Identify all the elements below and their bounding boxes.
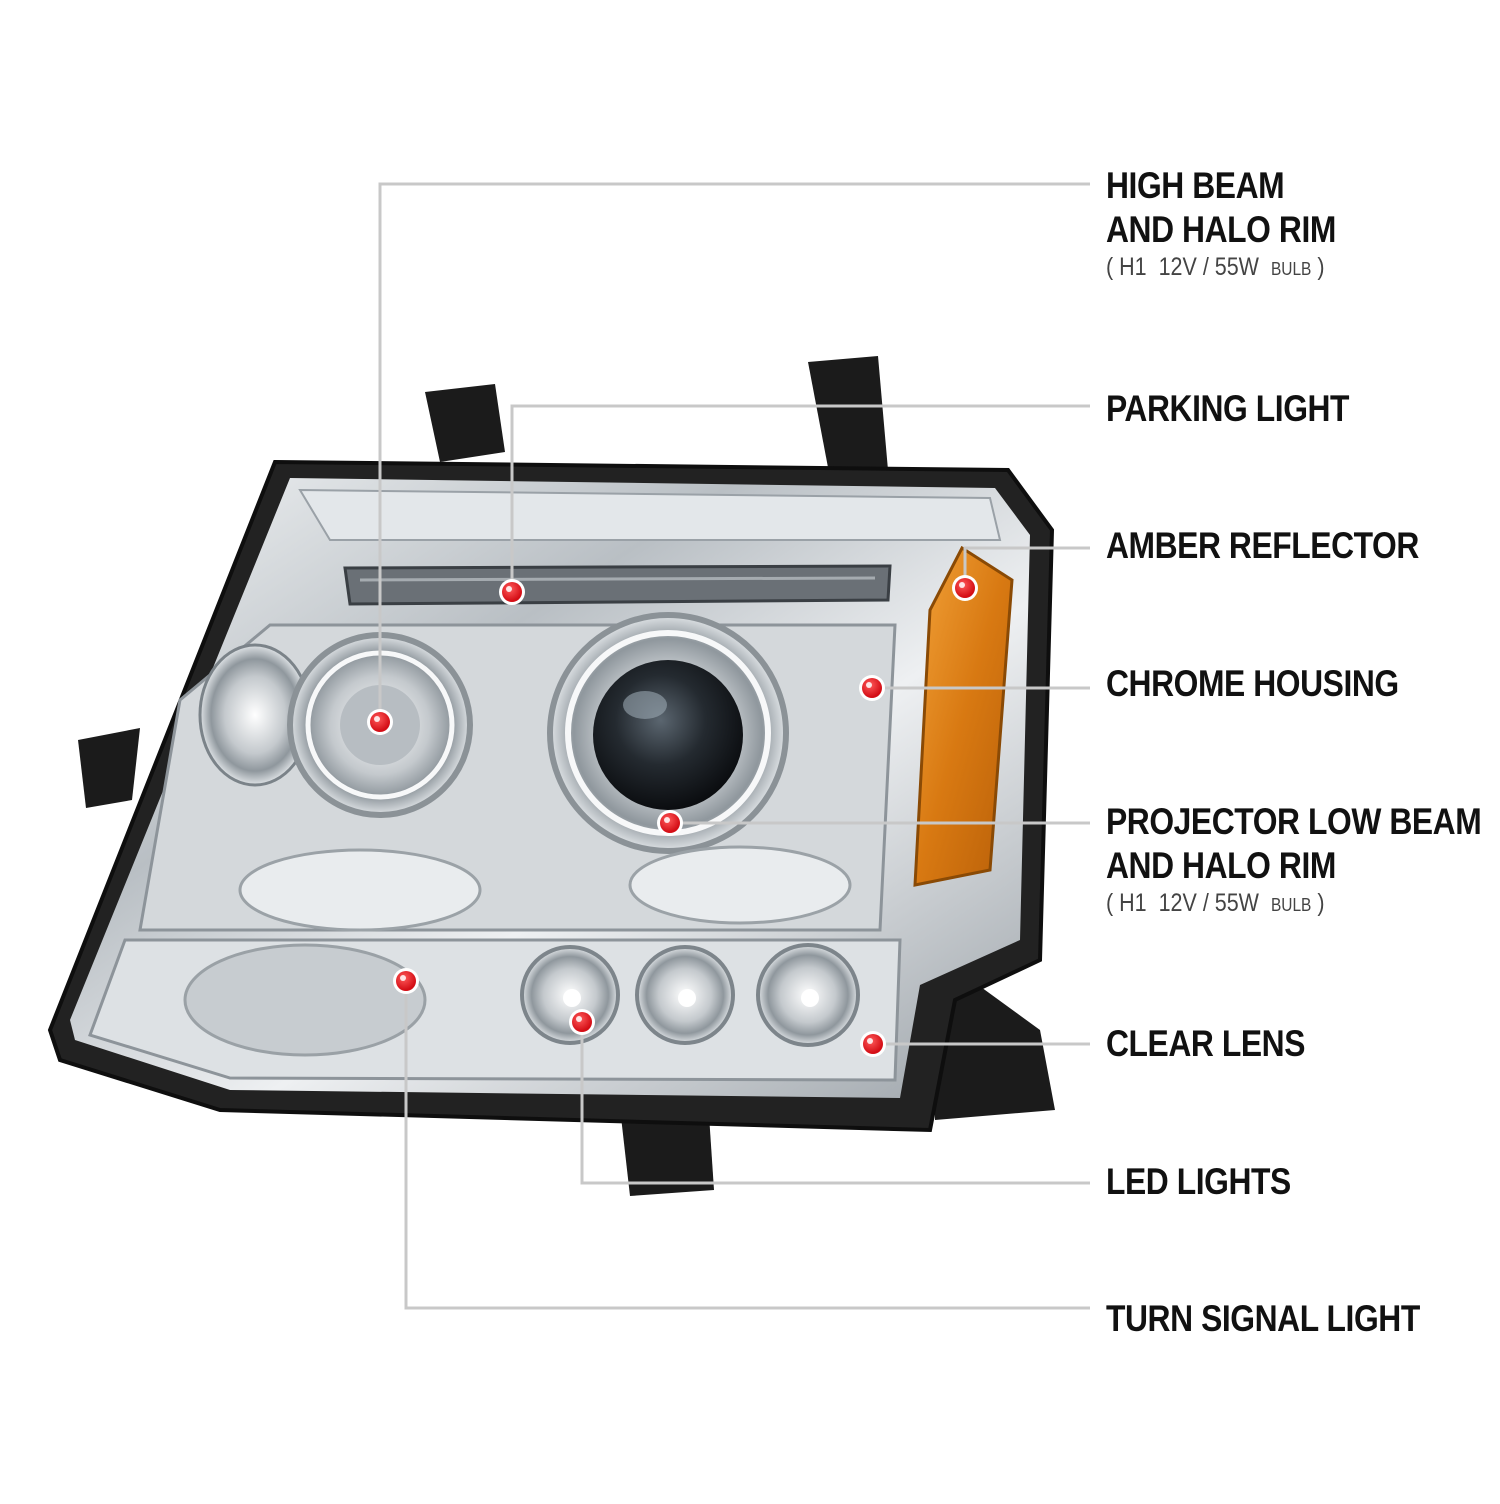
callout-text-line: CHROME HOUSING xyxy=(1106,663,1399,704)
mounting-tab-left xyxy=(78,728,140,808)
callout-text-line: LED LIGHTS xyxy=(1106,1161,1291,1202)
projector-lens xyxy=(593,660,743,810)
callout-label-turn-signal-light: TURN SIGNAL LIGHT xyxy=(1106,1297,1420,1341)
headlight-assembly-illustration xyxy=(47,356,1055,1196)
leader-line-high-beam xyxy=(378,182,1090,722)
amber-reflector-lens xyxy=(913,545,1014,887)
callout-marker-dot-chrome-housing xyxy=(859,675,885,701)
callout-label-projector-low-beam: PROJECTOR LOW BEAM AND HALO RIM ( H1 12V… xyxy=(1106,800,1482,920)
callout-label-clear-lens: CLEAR LENS xyxy=(1106,1022,1305,1066)
callout-marker-dot-projector-low-beam xyxy=(657,810,683,836)
callout-label-chrome-housing: CHROME HOUSING xyxy=(1106,662,1399,706)
upper-lens-strip xyxy=(298,488,1002,541)
callout-text-line: AND HALO RIM xyxy=(1106,845,1336,886)
callout-marker-dot-amber-reflector xyxy=(952,575,978,601)
callout-marker-dot-led-lights xyxy=(569,1009,595,1035)
callout-markers xyxy=(367,575,978,1057)
mounting-tab-top-left xyxy=(425,384,505,462)
callout-text-line: AMBER REFLECTOR xyxy=(1106,525,1419,566)
callout-text-line: AND HALO RIM xyxy=(1106,209,1336,250)
callout-text-line: CLEAR LENS xyxy=(1106,1023,1306,1064)
callout-marker-dot-clear-lens xyxy=(860,1031,886,1057)
callout-marker-dot-high-beam xyxy=(367,709,393,735)
bulb-spec: ( H1 12V / 55W BULB ) xyxy=(1106,253,1325,281)
bulb-spec: ( H1 12V / 55W BULB ) xyxy=(1106,889,1325,917)
callout-marker-dot-turn-signal-light xyxy=(393,968,419,994)
callout-label-parking-light: PARKING LIGHT xyxy=(1106,387,1350,431)
callout-label-led-lights: LED LIGHTS xyxy=(1106,1160,1291,1204)
callout-text-line: PARKING LIGHT xyxy=(1106,388,1350,429)
callout-marker-dot-parking-light xyxy=(499,579,525,605)
callout-text-line: PROJECTOR LOW BEAM xyxy=(1106,801,1482,842)
mounting-tab-top-right xyxy=(808,356,888,478)
parking-light-strip xyxy=(343,564,892,606)
leader-lines xyxy=(378,182,1090,1310)
callout-text-line: TURN SIGNAL LIGHT xyxy=(1106,1298,1420,1339)
callout-label-high-beam: HIGH BEAM AND HALO RIM ( H1 12V / 55W BU… xyxy=(1106,164,1336,284)
leader-line-turn-signal-light xyxy=(404,981,1090,1310)
leader-line-led-lights xyxy=(580,1022,1090,1185)
leader-line-amber-reflector xyxy=(963,546,1090,588)
callout-label-amber-reflector: AMBER REFLECTOR xyxy=(1106,524,1419,568)
callout-text-line: HIGH BEAM xyxy=(1106,165,1285,206)
leader-line-parking-light xyxy=(510,404,1090,592)
